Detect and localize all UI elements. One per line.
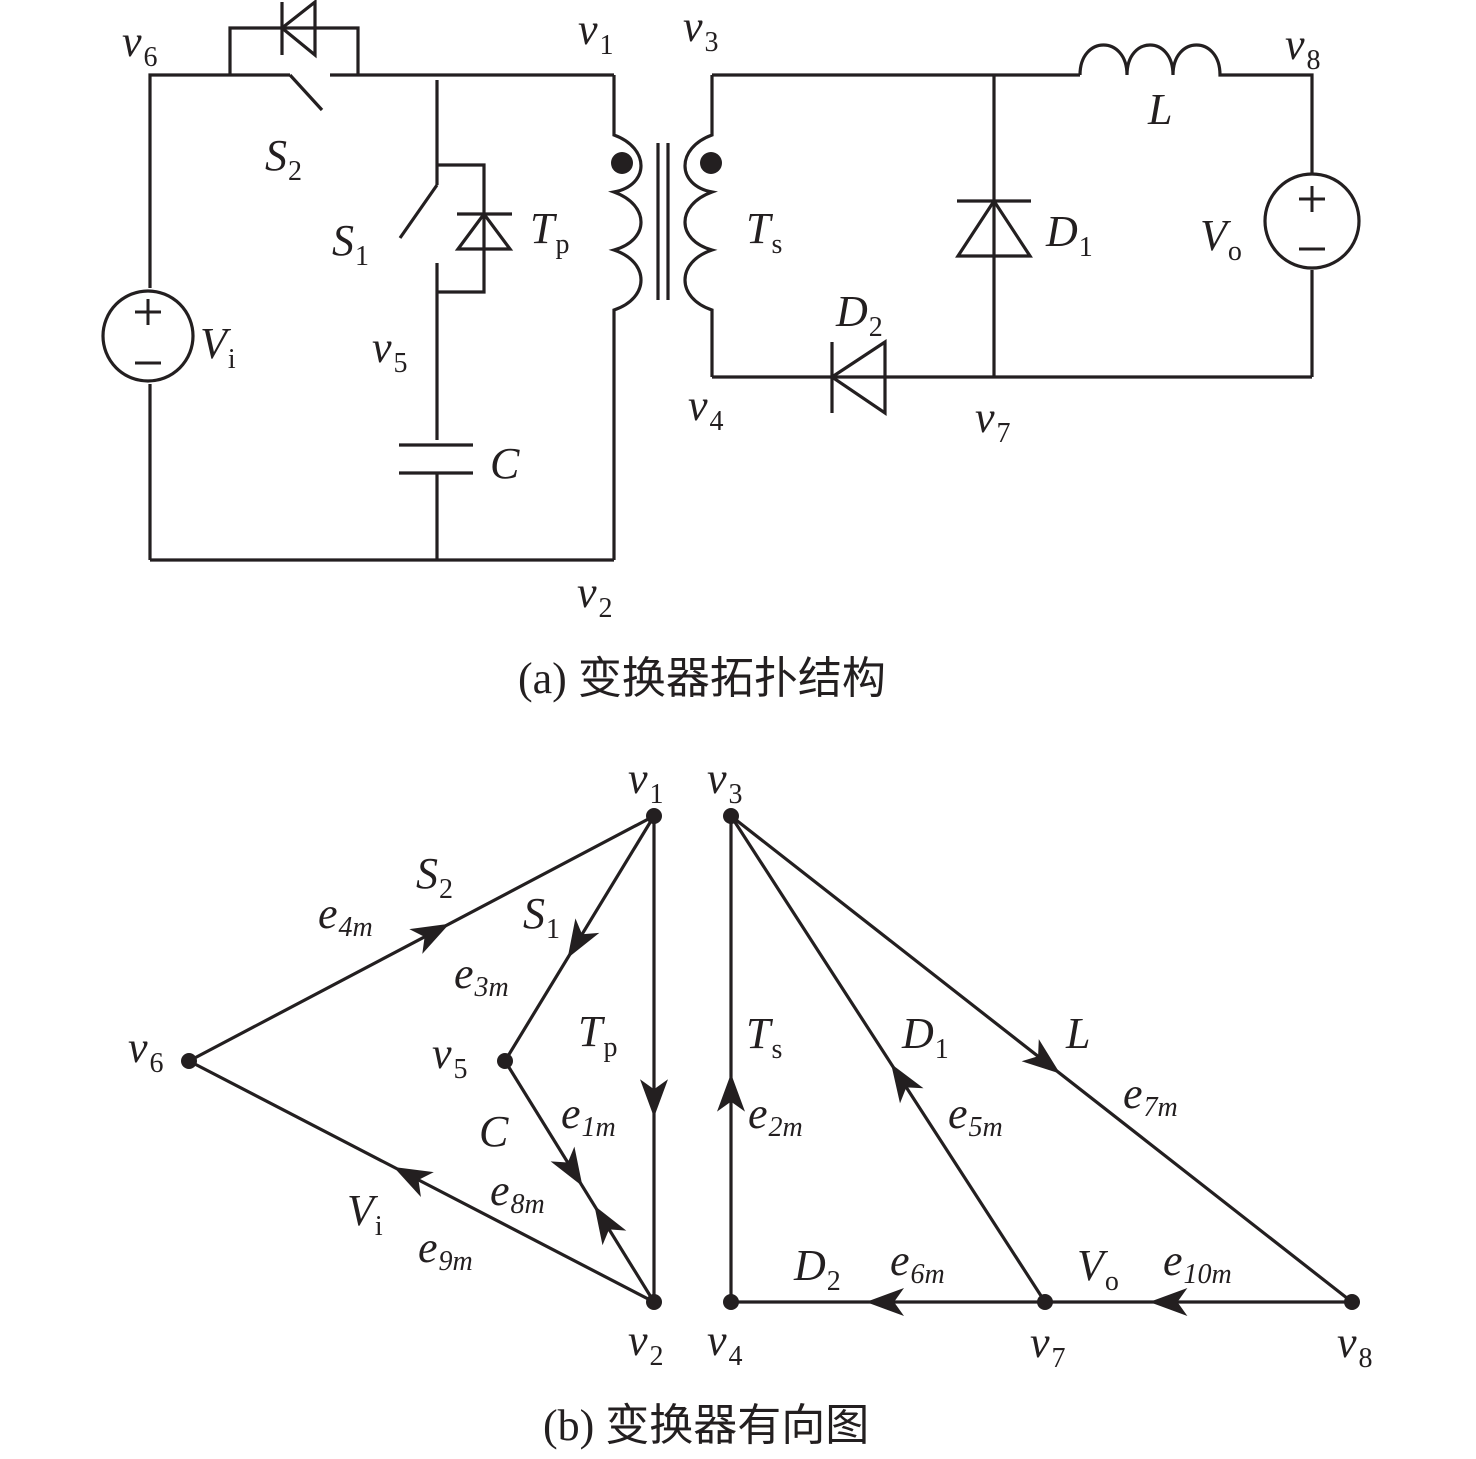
graph-comp-vo: Vo [1077,1241,1119,1297]
arrow-eTp-icon [640,1079,668,1118]
wire-v6-top [148,73,290,288]
label-s1: S1 [332,216,369,272]
edge-label-e2m: e2m [748,1089,803,1143]
vo-source-icon [1263,172,1361,377]
transformer-core-icon [656,143,670,300]
edge-label-e3m: e3m [454,949,509,1003]
graph-node-v8 [1344,1294,1360,1310]
graph-label-v7: v7 [1030,1318,1066,1374]
arrow-e9m-icon [393,1167,434,1197]
caption-a: (a) 变换器拓扑结构 [518,654,886,703]
arrow-e3m-icon [567,918,600,959]
graph-label-v5: v5 [432,1029,468,1085]
graph-label-v3: v3 [707,754,743,810]
graph-label-v8: v8 [1337,1318,1373,1374]
edge-label-e6m: e6m [890,1236,945,1290]
graph-node-v6 [181,1053,197,1069]
arrow-e5m-icon [891,1063,924,1104]
label-tp: Tp [530,204,569,260]
graph-comp-s1: S1 [523,889,560,945]
circuit-label-v5: v5 [372,323,408,379]
graph-node-v5 [497,1053,513,1069]
s1-switch-icon [398,80,486,440]
capacitor-icon [399,443,473,560]
graph-edge-s2 [188,814,655,1063]
graph-comp-d1: D1 [901,1009,949,1065]
arrow-e2m-icon [717,1073,745,1112]
circuit-label-v8: v8 [1285,20,1321,76]
graph-comp-c: C [479,1107,509,1156]
arrow-e4m-icon [409,923,450,954]
graph-node-v3 [723,808,739,824]
graph-edge-d1 [729,815,1047,1303]
graph-comp-d2: D2 [793,1241,841,1297]
graph-label-v6: v6 [128,1023,164,1079]
label-l: L [1147,85,1172,134]
transformer-primary-icon [608,75,643,560]
circuit-label-v7: v7 [975,393,1011,449]
d2-diode-icon [829,339,887,417]
circuit-label-v1: v1 [578,5,614,61]
edge-label-e7m: e7m [1123,1069,1178,1123]
s1-diode-icon [454,211,514,251]
edge-label-e8m: e8m [490,1166,545,1220]
label-ts: Ts [746,204,782,260]
graph-node-v7 [1037,1294,1053,1310]
label-d2: D2 [835,287,883,343]
graph-label-v4: v4 [707,1316,743,1372]
circuit-label-v3: v3 [683,2,719,58]
arrow-e1m-icon [594,1205,627,1246]
s2-switch-icon [228,26,614,112]
graph-node-v4 [723,1294,739,1310]
edge-label-e10m: e10m [1163,1236,1232,1290]
label-d1: D1 [1045,207,1093,263]
edge-label-e1m: e1m [561,1089,616,1143]
vi-source-icon [101,289,195,383]
caption-b: (b) 变换器有向图 [543,1401,869,1450]
d1-diode-icon [955,198,1033,258]
circuit-topology: v6 v1 v3 v8 v5 v4 v7 v2 S2 S1 Tp Ts Vi C… [101,0,1361,624]
circuit-label-v2: v2 [577,568,613,624]
edge-label-e5m: e5m [948,1089,1003,1143]
transformer-secondary-icon [683,75,722,377]
graph-comp-ts: Ts [746,1009,782,1065]
graph-edge-vi [188,1059,655,1304]
arrow-e10m-icon [1149,1288,1188,1316]
graph-comp-s2: S2 [416,849,453,905]
graph-label-v2: v2 [628,1316,664,1372]
arrow-e6m-icon [866,1288,904,1316]
arrow-e7m-icon [1021,1039,1061,1074]
circuit-label-v4: v4 [688,381,724,437]
edge-label-e9m: e9m [418,1223,473,1277]
label-s2: S2 [265,131,302,187]
graph-comp-l: L [1065,1009,1090,1058]
inductor-icon [1078,43,1314,175]
graph-comp-tp: Tp [578,1007,617,1063]
label-c: C [490,439,520,488]
label-vi: Vi [200,319,236,375]
graph-node-v2 [646,1294,662,1310]
graph-comp-vi: Vi [347,1186,383,1242]
arrow-e8m-icon [550,1146,583,1187]
directed-graph: v1 v3 v6 v5 v2 v4 v7 v8 S2 S1 Tp C Vi Ts… [128,754,1373,1374]
s2-diode-icon [279,0,317,59]
edge-label-e4m: e4m [318,889,373,943]
label-vo: Vo [1200,211,1242,267]
graph-label-v1: v1 [628,754,664,810]
circuit-label-v6: v6 [122,17,158,73]
graph-node-v1 [646,808,662,824]
